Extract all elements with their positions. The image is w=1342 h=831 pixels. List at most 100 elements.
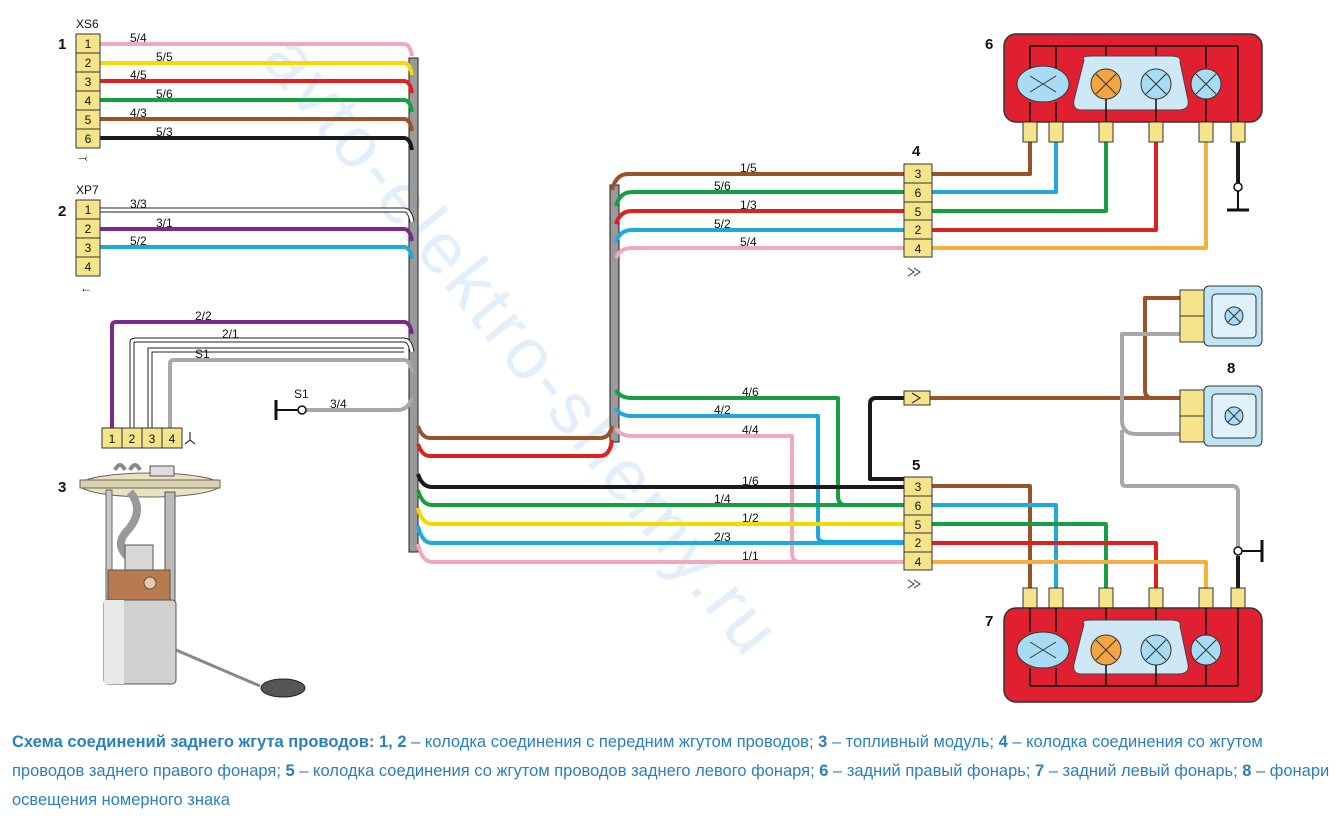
fuel-module-illustration (79, 463, 306, 698)
component-6-number: 6 (985, 36, 993, 53)
svg-text:5: 5 (915, 205, 922, 219)
svg-text:3: 3 (915, 167, 922, 181)
svg-text:5/4: 5/4 (740, 235, 757, 249)
xs6-socket-symbol: ⤙ (78, 151, 88, 165)
caption-text-8: – фонари освещения номерного знака (12, 762, 1330, 809)
svg-text:5/3: 5/3 (156, 125, 173, 139)
svg-text:1/3: 1/3 (740, 198, 757, 212)
caption-text-5: – колодка соединения со жгутом проводов … (294, 762, 820, 780)
connector-xp7-label: XP7 (76, 183, 99, 197)
svg-text:5/2: 5/2 (714, 217, 731, 231)
svg-text:3/3: 3/3 (130, 197, 147, 211)
svg-text:4: 4 (85, 94, 92, 108)
caption-text-7: – задний левый фонарь; (1044, 762, 1243, 780)
svg-text:1/5: 1/5 (740, 161, 757, 175)
connector-xp7: 1 2 3 4 (75, 199, 101, 277)
svg-text:4/4: 4/4 (742, 423, 759, 437)
harness-trunk-main (408, 57, 419, 553)
svg-text:6: 6 (915, 186, 922, 200)
connector-fuel-module: 1 2 3 4 (101, 427, 196, 449)
wiring-diagram: .lbl{font-family:"Liberation Sans",sans-… (58, 17, 1264, 703)
svg-text:4/2: 4/2 (714, 403, 731, 417)
svg-text:1: 1 (85, 203, 92, 217)
lamp7-wires (932, 484, 1264, 588)
plate-lamp-inline-connector (903, 390, 931, 406)
xp7-plug-symbol: ← (80, 281, 92, 295)
svg-text:2/1: 2/1 (222, 327, 239, 341)
license-plate-lamp-upper (1179, 285, 1263, 347)
caption-text-6: – задний правый фонарь; (828, 762, 1036, 780)
component-7-number: 7 (985, 613, 993, 630)
component-2-number: 2 (58, 203, 66, 220)
svg-text:4: 4 (915, 242, 922, 256)
svg-text:2: 2 (85, 222, 92, 236)
component-3-number: 3 (58, 479, 66, 496)
svg-text:6: 6 (85, 132, 92, 146)
caption-text-4: – колодка соединения со жгутом проводов … (12, 733, 1263, 780)
lamp6-wires (932, 142, 1249, 250)
connector5-wires (416, 473, 904, 564)
caption-num-4: 4 (998, 733, 1008, 751)
component-5-number: 5 (912, 457, 920, 474)
connector-4: 3 6 5 2 4 (903, 163, 933, 277)
svg-text:1: 1 (109, 432, 116, 446)
figure-caption: Схема соединений заднего жгута проводов:… (12, 728, 1334, 815)
svg-text:2/2: 2/2 (195, 309, 212, 323)
svg-text:S1: S1 (294, 387, 309, 401)
component-4-number: 4 (912, 143, 921, 160)
svg-text:2/3: 2/3 (714, 530, 731, 544)
connector-xs6-label: XS6 (76, 17, 99, 31)
svg-text:4/3: 4/3 (130, 106, 147, 120)
connector-xs6: 1 2 3 4 5 6 (75, 33, 101, 149)
caption-num-7: 7 (1035, 762, 1045, 780)
svg-text:1/1: 1/1 (742, 549, 759, 563)
svg-text:4: 4 (915, 555, 922, 569)
svg-text:4/5: 4/5 (130, 68, 147, 82)
fuel-module-wires (110, 320, 415, 428)
svg-text:5/5: 5/5 (156, 50, 173, 64)
caption-num-6: 6 (819, 762, 829, 780)
svg-text:2: 2 (915, 536, 922, 550)
svg-text:5/2: 5/2 (130, 234, 147, 248)
svg-text:2: 2 (129, 432, 136, 446)
component-8-number: 8 (1227, 360, 1235, 377)
svg-text:S1: S1 (195, 347, 210, 361)
svg-text:3/4: 3/4 (330, 397, 347, 411)
svg-text:1: 1 (85, 37, 92, 51)
license-plate-lamp-lower (1179, 385, 1263, 447)
svg-text:4/6: 4/6 (742, 385, 759, 399)
rear-left-lamp (1003, 587, 1263, 703)
svg-text:5: 5 (915, 518, 922, 532)
svg-text:3: 3 (915, 480, 922, 494)
rear-right-lamp (1003, 33, 1263, 143)
plate-lamp-wires (868, 296, 1240, 548)
caption-text-1-2: – колодка соединения с передним жгутом п… (406, 733, 819, 751)
svg-text:3/1: 3/1 (156, 216, 173, 230)
component-1-number: 1 (58, 36, 66, 53)
caption-title: Схема соединений заднего жгута проводов: (12, 733, 375, 751)
svg-text:2: 2 (915, 223, 922, 237)
svg-text:6: 6 (915, 499, 922, 513)
svg-text:3: 3 (85, 75, 92, 89)
svg-text:5/6: 5/6 (714, 179, 731, 193)
caption-num-3: 3 (818, 733, 828, 751)
caption-num-8: 8 (1242, 762, 1252, 780)
svg-text:1/2: 1/2 (742, 511, 759, 525)
connector4-wires (610, 172, 904, 259)
svg-text:2: 2 (85, 56, 92, 70)
xs6-wires (100, 42, 414, 151)
svg-text:4: 4 (85, 260, 92, 274)
svg-text:1/4: 1/4 (714, 492, 731, 506)
ground-s1-wire (274, 397, 414, 420)
svg-text:3: 3 (85, 241, 92, 255)
xp7-wires (100, 207, 415, 260)
wire-labels: 5/4 5/5 4/5 5/6 4/3 5/3 3/3 3/1 5/2 2/2 … (130, 31, 759, 563)
svg-text:5/4: 5/4 (130, 31, 147, 45)
svg-text:5/6: 5/6 (156, 87, 173, 101)
caption-text-3: – топливный модуль; (827, 733, 999, 751)
svg-text:4: 4 (169, 432, 176, 446)
trunk-link-wires (416, 425, 614, 458)
caption-num-1-2: 1, 2 (379, 733, 407, 751)
connector-5: 3 6 5 2 4 (903, 476, 933, 589)
caption-num-5: 5 (285, 762, 295, 780)
